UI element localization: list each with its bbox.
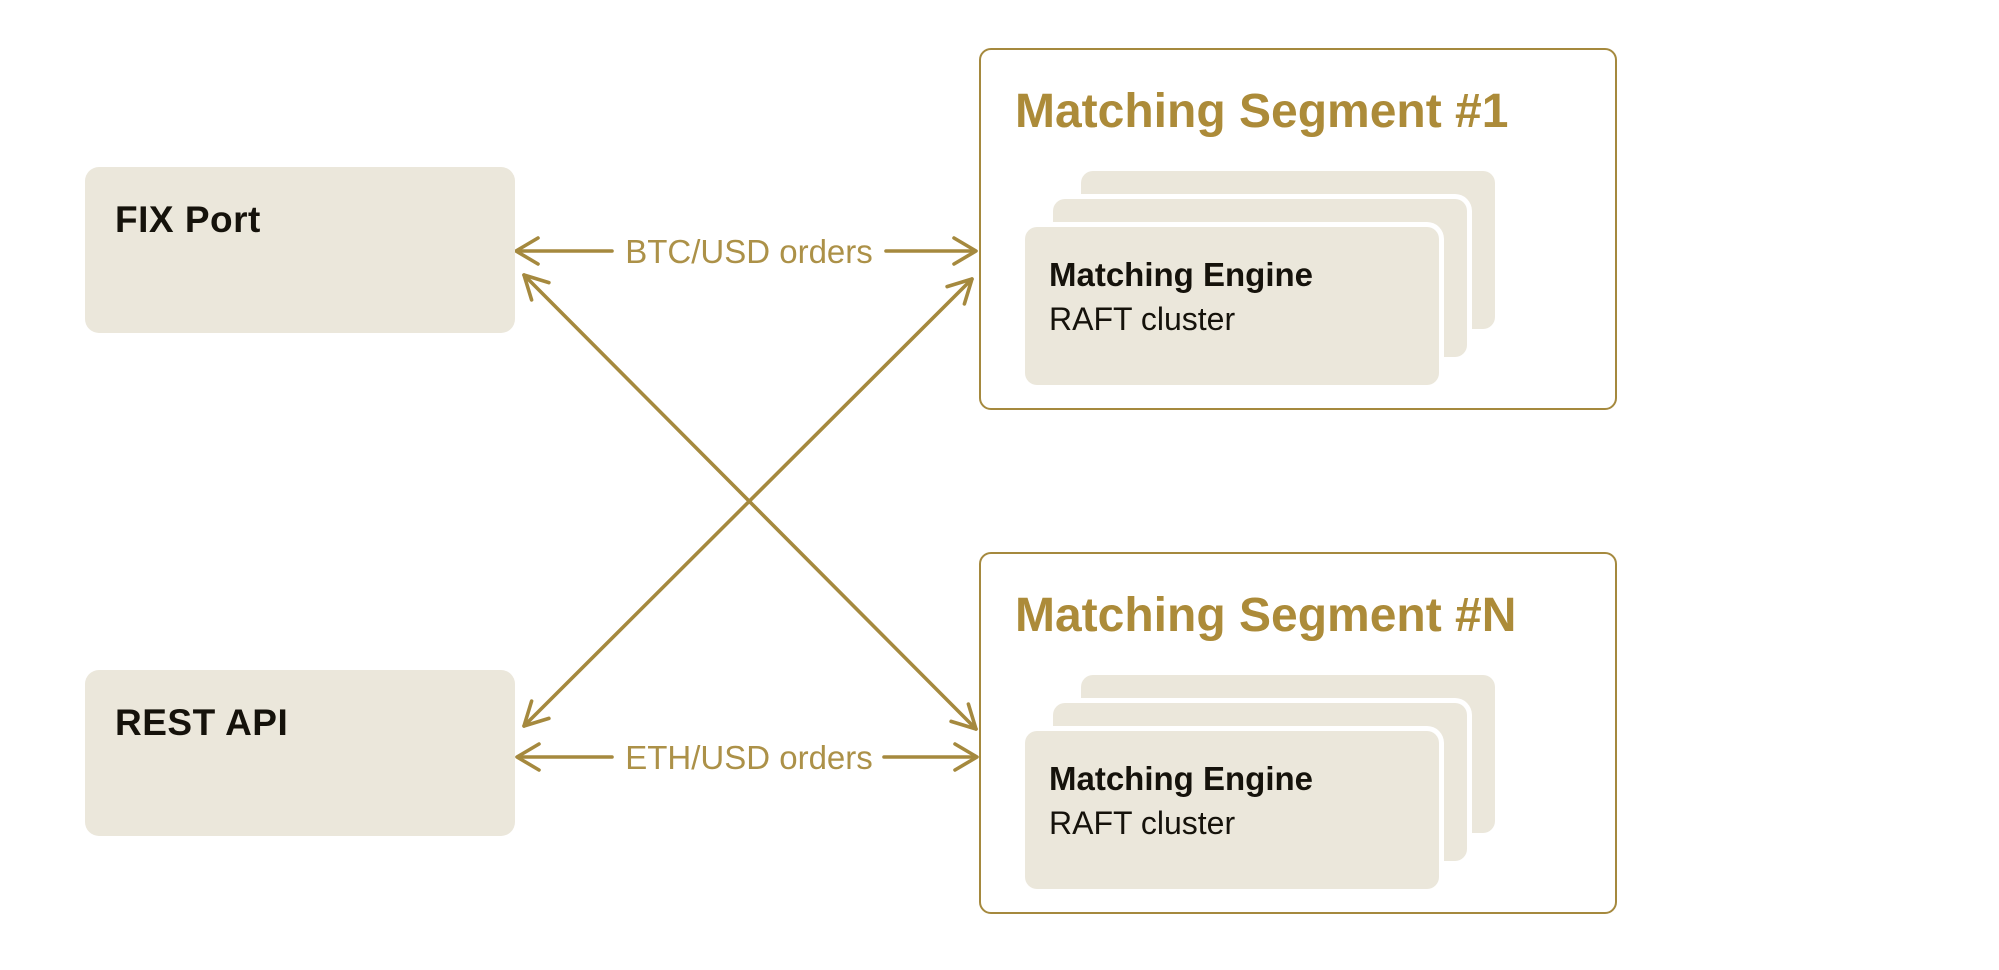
matching-segment-1-title: Matching Segment #1 — [1015, 85, 1509, 138]
engine-card-front: Matching Engine RAFT cluster — [1025, 227, 1439, 385]
eth-flow-label: ETH/USD orders — [619, 739, 879, 777]
rest-api-box: REST API — [85, 670, 515, 836]
fix-port-box: FIX Port — [85, 167, 515, 333]
rest-api-label: REST API — [115, 702, 289, 743]
matching-segment-n-title: Matching Segment #N — [1015, 589, 1517, 642]
eth-flow-arrow — [515, 742, 979, 772]
matching-segment-n-engine-stack: Matching Engine RAFT cluster — [1025, 675, 1495, 889]
engine-card-title: Matching Engine — [1049, 256, 1313, 293]
engine-card-front: Matching Engine RAFT cluster — [1025, 731, 1439, 889]
fix-port-label: FIX Port — [115, 199, 261, 240]
matching-segment-n: Matching Segment #N Matching Engine RAFT… — [979, 552, 1617, 914]
rest-to-segment-1-arrow — [522, 277, 974, 728]
engine-card-title: Matching Engine — [1049, 760, 1313, 797]
btc-flow-arrow — [514, 236, 978, 266]
btc-flow-label: BTC/USD orders — [619, 233, 879, 271]
matching-segment-1: Matching Segment #1 Matching Engine RAFT… — [979, 48, 1617, 410]
engine-card-subtitle: RAFT cluster — [1049, 301, 1236, 337]
matching-segment-1-engine-stack: Matching Engine RAFT cluster — [1025, 171, 1495, 385]
engine-card-subtitle: RAFT cluster — [1049, 805, 1236, 841]
